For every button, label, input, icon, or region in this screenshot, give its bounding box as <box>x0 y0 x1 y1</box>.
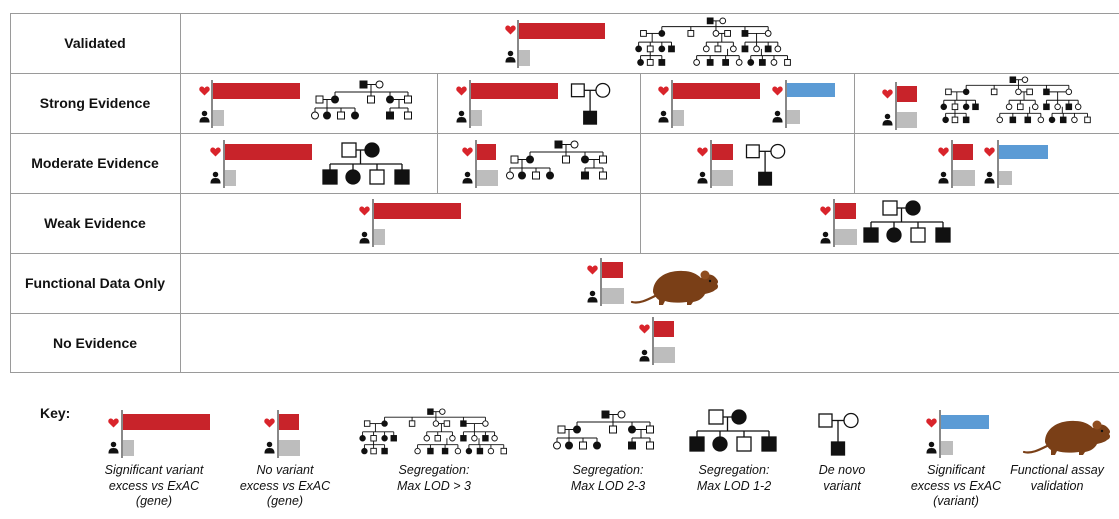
moderate-no-gene-excess-indicator <box>938 140 975 188</box>
row-divider <box>10 133 1119 134</box>
key-significant-variant-excess-gene-icon <box>108 410 210 458</box>
row-divider <box>10 73 1119 74</box>
table-border-bottom <box>10 372 1119 373</box>
weak-no-gene-excess-indicator <box>820 199 857 247</box>
row-label-no-evidence: No Evidence <box>52 335 138 351</box>
key-caption-significant-variant-excess-gene: Significant variant excess vs ExAC (gene… <box>104 463 204 508</box>
key-segregation-lod-1-2-icon <box>689 409 777 452</box>
key-title: Key: <box>40 405 71 421</box>
row-divider <box>10 313 1119 314</box>
moderate-no-gene-excess-indicator <box>697 140 733 188</box>
validated-gene-excess-indicator <box>505 20 605 68</box>
segregation-lod-2-3-pedigree <box>506 140 607 180</box>
row-label-functional-data-only: Functional Data Only <box>24 275 165 291</box>
label-column-divider <box>180 13 181 373</box>
segregation-lod-gt-3-pedigree <box>940 76 1091 124</box>
cell-divider <box>854 73 855 193</box>
key-caption-functional-assay-validation: Functional assay validation <box>1010 463 1104 493</box>
key-de-novo-icon <box>818 412 859 456</box>
key-no-variant-excess-gene-icon <box>264 410 300 458</box>
key-caption-no-variant-excess-gene: No variant excess vs ExAC (gene) <box>239 463 331 508</box>
moderate-gene-excess-indicator <box>210 140 312 188</box>
key-caption-segregation-lod-1-2: Segregation: Max LOD 1-2 <box>696 463 772 493</box>
weak-gene-excess-indicator <box>359 199 461 247</box>
segregation-lod-gt-3-pedigree <box>635 17 791 66</box>
strong-no-gene-excess-indicator <box>882 82 917 130</box>
de-novo-pedigree <box>570 82 611 125</box>
strong-gene-excess-indicator <box>199 80 300 128</box>
table-border-left <box>10 13 11 373</box>
cell-divider <box>437 73 438 193</box>
row-divider <box>10 253 1119 254</box>
row-label-weak-evidence: Weak Evidence <box>44 215 146 231</box>
key-rat-icon <box>1022 419 1112 457</box>
segregation-lod-1-2-pedigree <box>863 200 951 243</box>
rat-icon <box>630 269 720 307</box>
moderate-no-gene-excess-indicator <box>462 140 498 188</box>
row-label-strong-evidence: Strong Evidence <box>39 95 151 111</box>
row-label-moderate-evidence: Moderate Evidence <box>31 155 159 171</box>
key-caption-segregation-lod-2-3: Segregation: Max LOD 2-3 <box>570 463 646 493</box>
key-caption-segregation-lod-gt-3: Segregation: Max LOD > 3 <box>397 463 471 493</box>
key-segregation-lod-2-3-icon <box>553 410 654 450</box>
key-caption-de-novo-variant: De novo variant <box>818 463 866 493</box>
strong-gene-excess-indicator <box>456 80 558 128</box>
key-caption-significant-excess-variant: Significant excess vs ExAC (variant) <box>910 463 1002 508</box>
strong-gene-excess-indicator <box>658 80 760 128</box>
no-evidence-no-gene-excess-indicator <box>639 317 675 365</box>
row-divider <box>10 193 1119 194</box>
strong-variant-excess-indicator <box>772 80 835 128</box>
row-label-validated: Validated <box>64 35 126 51</box>
cell-divider <box>640 73 641 253</box>
de-novo-pedigree <box>745 143 786 186</box>
table-border-top <box>10 13 1119 14</box>
moderate-variant-excess-indicator <box>984 140 1048 188</box>
segregation-lod-2-3-pedigree <box>311 80 412 120</box>
evidence-table: Validated Strong Evidence Moderate Evide… <box>10 13 1119 373</box>
key-segregation-lod-gt-3-icon <box>359 408 508 455</box>
segregation-lod-1-2-pedigree <box>322 142 410 185</box>
functional-no-gene-excess-indicator <box>587 258 624 306</box>
key-significant-excess-variant-icon <box>926 410 989 458</box>
